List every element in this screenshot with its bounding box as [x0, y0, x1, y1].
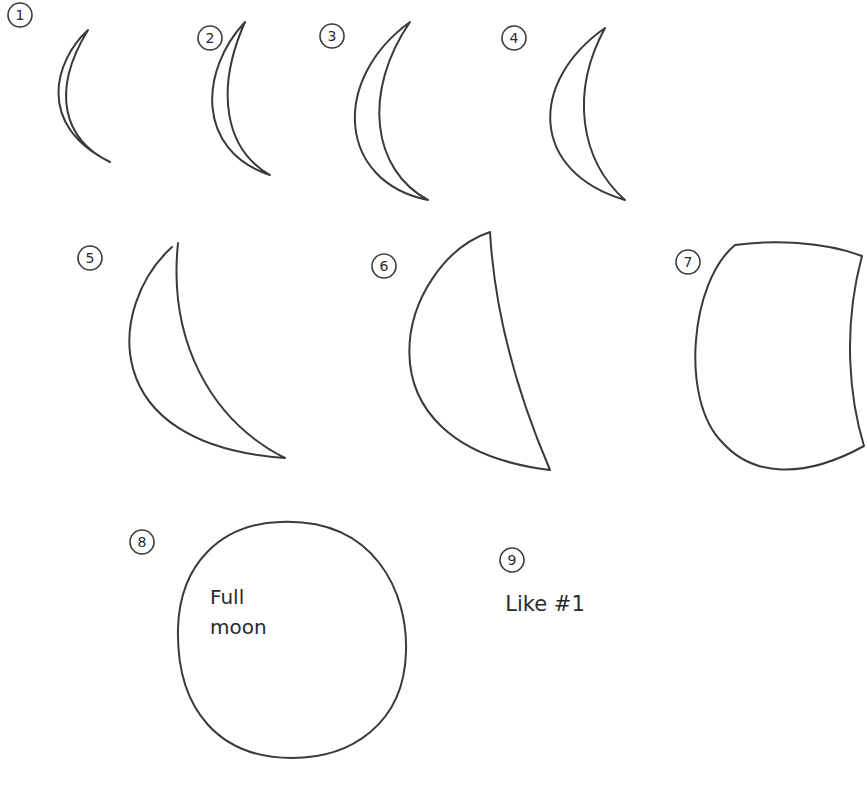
number-circle — [500, 548, 524, 572]
crescent-3 — [355, 22, 428, 200]
callout-number: 8 — [138, 534, 147, 550]
crescent-1 — [58, 30, 110, 162]
number-circle — [676, 250, 700, 274]
crescent-6 — [409, 232, 550, 470]
callout-number: 7 — [684, 254, 693, 270]
crescent-5 — [129, 243, 285, 458]
callout-number: 6 — [380, 258, 389, 274]
crescent-2 — [212, 22, 270, 175]
full-moon-shape — [178, 522, 406, 758]
callout-number: 5 — [86, 250, 95, 266]
crescent-4 — [550, 28, 625, 200]
callout-number: 2 — [206, 30, 215, 46]
callout-number: 9 — [508, 552, 517, 568]
ellipse-outline — [174, 520, 410, 760]
number-circle — [372, 254, 396, 278]
callout-number: 1 — [16, 7, 25, 23]
node-label: Full moon — [210, 582, 282, 642]
callout-number: 4 — [510, 30, 519, 46]
gibbous-7 — [695, 242, 864, 469]
number-circle — [502, 26, 526, 50]
full-moon-outline: Full moon — [174, 520, 410, 760]
note-text: Like #1 — [505, 592, 585, 616]
callout-number: 3 — [328, 28, 337, 44]
number-circle — [130, 530, 154, 554]
number-circle — [8, 3, 32, 27]
number-circle — [320, 24, 344, 48]
number-circle — [198, 26, 222, 50]
number-circle — [78, 246, 102, 270]
